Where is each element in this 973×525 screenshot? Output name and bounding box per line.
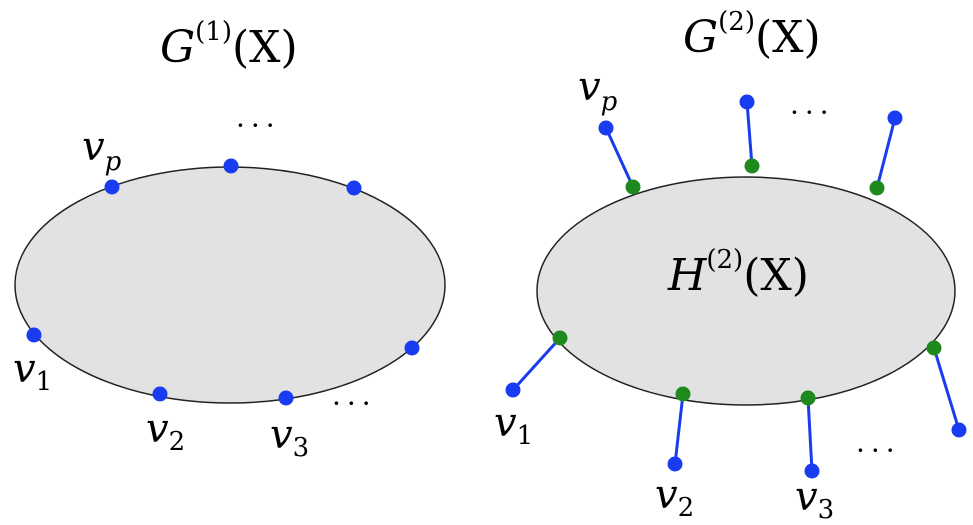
graph-2-title: G(2)(X) (683, 7, 821, 63)
label2-vp: vp (578, 64, 618, 117)
attach-vp (625, 179, 641, 195)
vertex-v1 (26, 327, 42, 343)
edge-v2 (673, 393, 685, 465)
ellipsis2-top: ··· (790, 96, 835, 129)
attach-top (744, 158, 760, 174)
vertex2-vp (598, 120, 614, 136)
attach-right (926, 340, 942, 356)
vertex2-top-right (887, 110, 903, 126)
label-v2: v2 (146, 406, 185, 457)
label-vp: vp (82, 124, 122, 177)
graph-1-region (14, 166, 446, 404)
label2-v3: v3 (795, 474, 834, 525)
graph-1-title: G(1)(X) (160, 17, 298, 73)
label2-v1: v1 (494, 400, 533, 451)
vertex-right (404, 340, 420, 356)
attach-v2 (675, 386, 691, 402)
vertex2-v3 (804, 463, 820, 479)
graph-2-inner-label: H(2)(X) (667, 245, 809, 301)
edge-v1 (511, 336, 562, 392)
attach-v1 (552, 330, 568, 346)
ellipsis2-bottom: ··· (856, 434, 901, 467)
edge-top (745, 101, 754, 167)
vertex-top (223, 158, 239, 174)
vertex-v2 (152, 386, 168, 402)
graph-2-region (536, 176, 956, 406)
vertex-top-right (346, 180, 362, 196)
ellipsis-top: ··· (236, 109, 281, 142)
vertex2-v1 (505, 382, 521, 398)
label-v3: v3 (270, 412, 309, 463)
label-v1: v1 (13, 346, 52, 397)
ellipsis-bottom: ··· (332, 387, 377, 420)
attach-top-right (869, 180, 885, 196)
attach-v3 (800, 390, 816, 406)
edge-top-right (875, 117, 897, 189)
vertex2-top (739, 94, 755, 110)
edge-v3 (806, 397, 814, 472)
label2-v2: v2 (655, 472, 694, 523)
vertex-vp (104, 179, 120, 195)
graph-1: G(1)(X) vp v1 v2 v3 ··· ··· (13, 17, 446, 463)
vertex2-v2 (667, 456, 683, 472)
edge-right (932, 347, 961, 431)
graph-2: G(2)(X) H(2)(X) vp v1 (494, 7, 967, 525)
edge-vp (604, 127, 635, 188)
vertex-v3 (278, 390, 294, 406)
vertex2-right (951, 422, 967, 438)
